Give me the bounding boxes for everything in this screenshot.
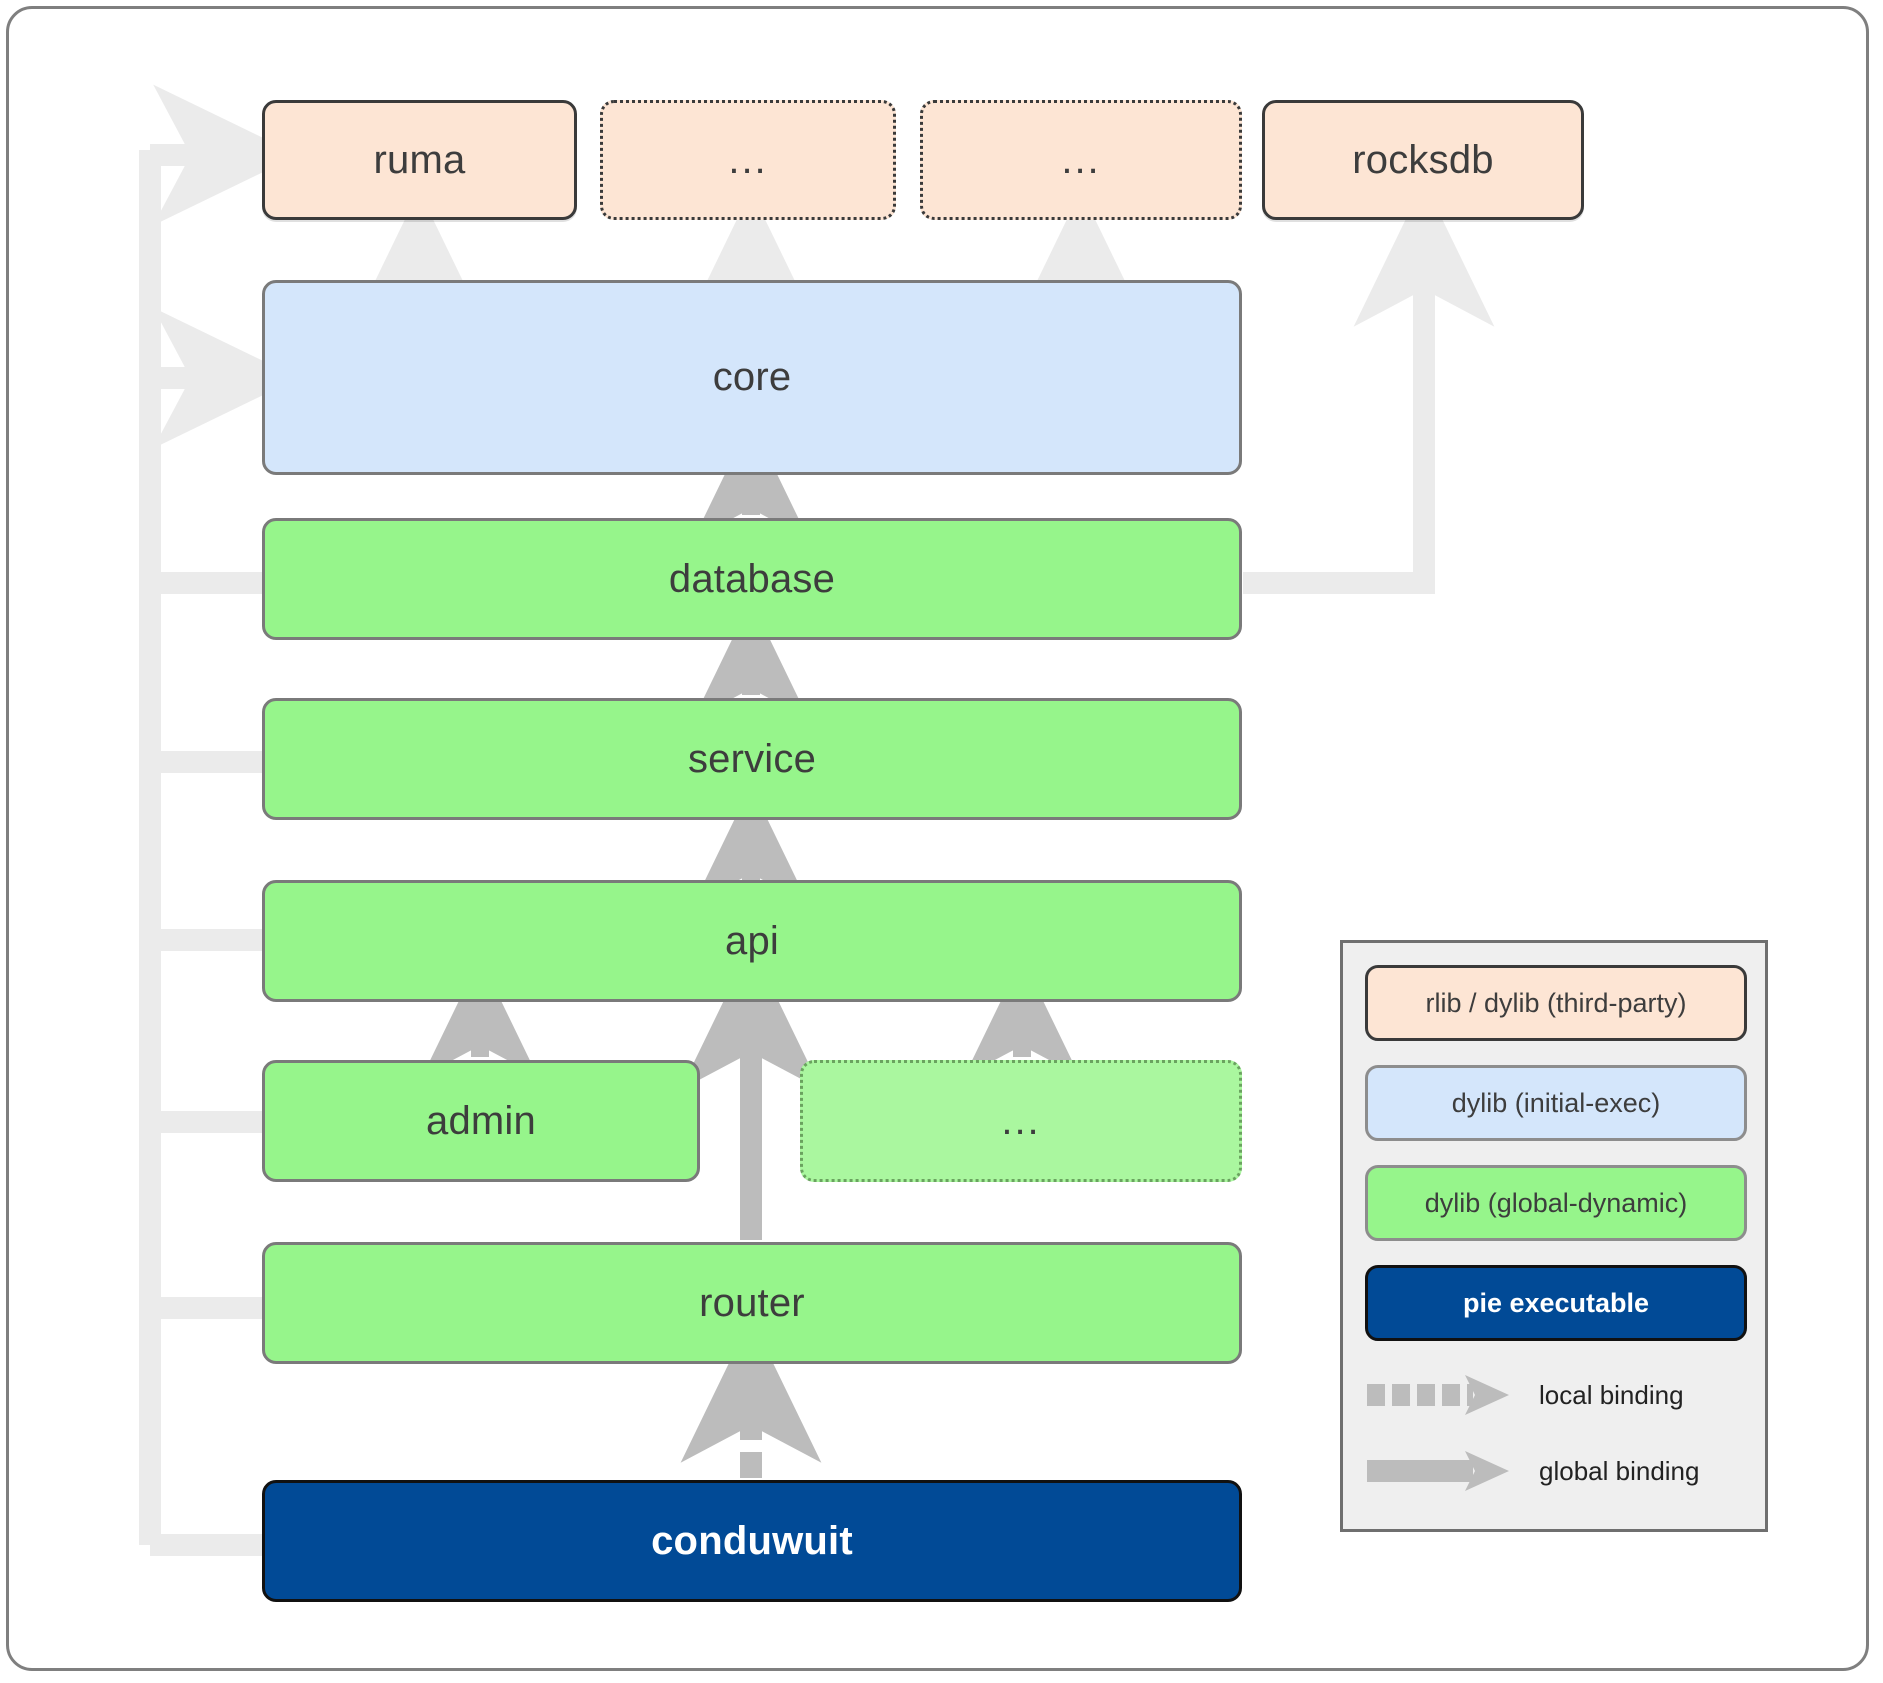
node-label: rocksdb (1352, 137, 1494, 182)
legend-label: global binding (1539, 1455, 1700, 1486)
edge-core-to-third-party (361, 190, 1139, 310)
legend-label: local binding (1539, 1379, 1684, 1410)
legend-binding-local: local binding (1365, 1367, 1755, 1423)
node-label: service (687, 736, 817, 781)
node-label: core (712, 355, 792, 399)
legend-item-dylib-initial-exec: dylib (initial-exec) (1365, 1065, 1747, 1141)
node-label: database (668, 556, 836, 601)
edge-conduwuit-local-trunk (139, 84, 299, 1556)
node-ext-placeholder-1[interactable]: ... (600, 100, 896, 220)
legend-item-dylib-global-dynamic: dylib (global-dynamic) (1365, 1165, 1747, 1241)
node-label: ... (728, 137, 768, 182)
node-service[interactable]: service (262, 698, 1242, 820)
node-admin[interactable]: admin (262, 1060, 700, 1182)
node-database[interactable]: database (262, 518, 1242, 640)
legend-panel: rlib / dylib (third-party) dylib (initia… (1340, 940, 1768, 1532)
node-rocksdb[interactable]: rocksdb (1262, 100, 1584, 220)
legend-label: dylib (initial-exec) (1451, 1087, 1661, 1118)
node-label: admin (426, 1098, 536, 1143)
local-binding-arrow-icon (1367, 1375, 1509, 1415)
legend-binding-global: global binding (1365, 1443, 1755, 1499)
node-label: router (699, 1280, 805, 1325)
node-conduwuit[interactable]: conduwuit (262, 1480, 1242, 1602)
node-plugin-placeholder[interactable]: ... (800, 1060, 1242, 1182)
node-ext-placeholder-2[interactable]: ... (920, 100, 1242, 220)
node-api[interactable]: api (262, 880, 1242, 1002)
node-label: ruma (373, 137, 466, 182)
legend-item-pie-executable: pie executable (1365, 1265, 1747, 1341)
legend-label: rlib / dylib (third-party) (1425, 987, 1687, 1018)
node-label: api (725, 918, 779, 963)
node-label: conduwuit (651, 1518, 853, 1563)
edge-database-to-rocksdb (1243, 181, 1495, 594)
global-binding-arrow-icon (1367, 1451, 1509, 1491)
node-router[interactable]: router (262, 1242, 1242, 1364)
node-label: ... (1001, 1098, 1041, 1143)
legend-label: dylib (global-dynamic) (1424, 1187, 1688, 1218)
node-ruma[interactable]: ruma (262, 100, 577, 220)
node-label: ... (1061, 137, 1101, 182)
node-core[interactable]: core (262, 280, 1242, 475)
legend-label: pie executable (1462, 1287, 1650, 1318)
legend-item-rlib-dylib-third-party: rlib / dylib (third-party) (1365, 965, 1747, 1041)
